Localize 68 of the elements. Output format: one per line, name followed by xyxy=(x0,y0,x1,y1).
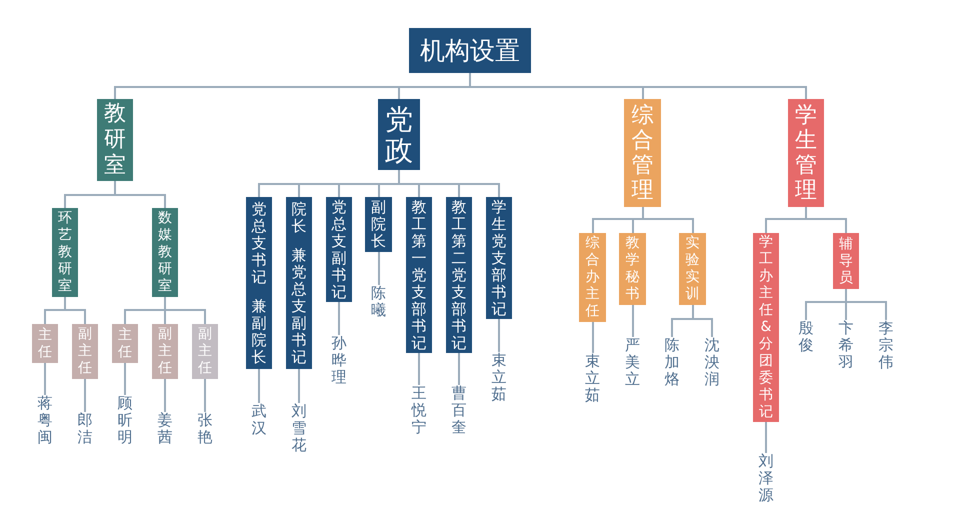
person-name: 刘雪花 xyxy=(290,403,308,454)
person-name: 刘泽源 xyxy=(758,453,774,504)
person-name: 王悦宁 xyxy=(410,385,428,436)
position-box: 副主任 xyxy=(192,324,218,379)
position-title: 院长 xyxy=(290,200,308,234)
person-name: 顾昕明 xyxy=(116,395,134,446)
position-title: 兼党总支副书记 xyxy=(290,246,308,366)
position-box: 副主任 xyxy=(72,324,98,379)
connector-line xyxy=(469,73,807,99)
connector-line xyxy=(418,353,420,385)
connector-line xyxy=(124,363,126,395)
person-name: 张艳 xyxy=(196,412,214,446)
unit-box: 数媒教研室 xyxy=(152,208,178,297)
person-name: 孙晔理 xyxy=(330,335,348,386)
person-name: 严美立 xyxy=(624,337,641,388)
person-name: 蒋粤闽 xyxy=(36,395,54,446)
connector-line xyxy=(458,353,460,385)
person-name: 束立茹 xyxy=(490,352,508,403)
position-box: 教工第一党支部书记 xyxy=(406,197,432,353)
department-box: 党政 xyxy=(378,99,420,170)
connector-line xyxy=(642,207,694,233)
person-name: 郎洁 xyxy=(76,412,94,446)
connector-line xyxy=(204,379,206,412)
position-box: 辅导员 xyxy=(833,233,859,289)
unit-box: 环艺教研室 xyxy=(52,208,78,297)
person-name: 武汉 xyxy=(250,403,268,437)
person-name: 陈曦 xyxy=(370,285,387,319)
position-box: 副院长 xyxy=(365,197,392,252)
position-box: 副主任 xyxy=(152,324,178,379)
connector-line xyxy=(84,379,86,412)
connector-line xyxy=(498,319,500,352)
connector-line xyxy=(378,252,380,285)
person-name: 束立茹 xyxy=(584,353,601,404)
position-box: 实验实训 xyxy=(679,233,706,305)
person-name: 姜茜 xyxy=(156,412,174,446)
position-box: 主任 xyxy=(112,324,138,363)
position-box: 教学秘书 xyxy=(619,233,646,305)
connector-line xyxy=(592,322,594,353)
connector-line xyxy=(258,369,260,403)
position-box: 主任 xyxy=(32,324,58,363)
person-name: 沈泱润 xyxy=(704,337,720,388)
position-box: 党总支副书记 xyxy=(326,197,352,302)
position-box xyxy=(246,197,272,369)
person-name: 曹百奎 xyxy=(450,385,468,436)
connector-line xyxy=(692,305,713,337)
person-name: 李宗伟 xyxy=(878,320,894,371)
position-title: 兼副院长 xyxy=(250,298,268,366)
position-box: 综合办主任 xyxy=(579,233,606,322)
position-box: 教工第二党支部书记 xyxy=(446,197,472,353)
department-box: 学生管理 xyxy=(788,99,824,207)
connector-line xyxy=(164,379,166,412)
position-box: 学工办主任&分团委书记 xyxy=(753,233,779,422)
person-name: 卞希羽 xyxy=(838,320,854,371)
connector-line xyxy=(632,305,634,337)
person-name: 陈加烙 xyxy=(664,337,680,388)
position-title: 党总支书记 xyxy=(250,200,268,286)
connector-line xyxy=(338,302,340,335)
position-box xyxy=(286,197,312,369)
connector-line xyxy=(114,181,166,208)
position-box: 学生党支部书记 xyxy=(486,197,512,319)
connector-line xyxy=(805,207,847,233)
department-box: 教研室 xyxy=(97,99,133,181)
department-box: 综合管理 xyxy=(624,99,661,207)
connector-line xyxy=(44,363,46,395)
root-box: 机构设置 xyxy=(409,28,531,73)
connector-line xyxy=(765,422,767,453)
connector-line xyxy=(298,369,300,403)
person-name: 殷俊 xyxy=(798,320,814,354)
